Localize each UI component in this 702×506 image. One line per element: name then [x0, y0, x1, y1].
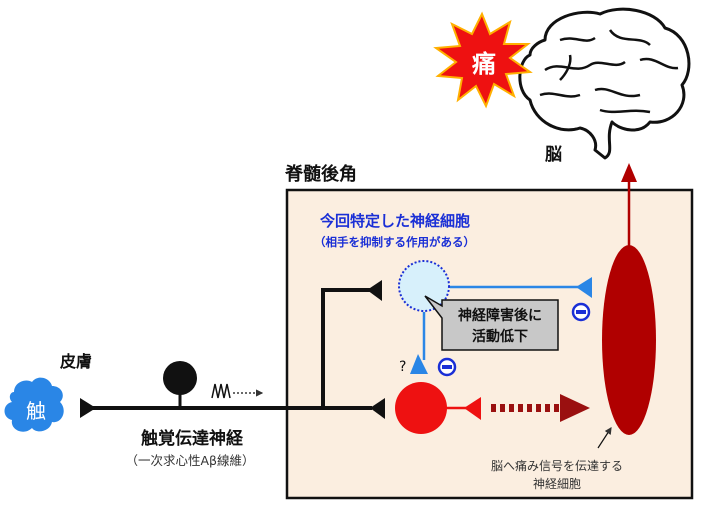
excitatory-synapse	[464, 397, 481, 420]
ascending-arrowhead	[621, 163, 637, 182]
callout-line1: 神経障害後に	[458, 307, 542, 324]
projection-label-line2: 神経細胞	[533, 477, 581, 491]
touch-nerve-branch	[321, 288, 372, 408]
brain-label: 脳	[545, 145, 562, 165]
touch-cloud-icon: 触	[4, 377, 64, 432]
identified-neuron-subtitle: （相手を抑制する作用がある）	[314, 235, 475, 249]
skin-terminal	[80, 398, 96, 418]
synapse-inhibitory	[367, 280, 382, 301]
action-potential-icon	[211, 383, 231, 399]
brain-icon	[518, 7, 691, 160]
minus-icon	[571, 302, 591, 322]
callout: 神経障害後に 活動低下	[424, 295, 559, 351]
skin-label: 皮膚	[59, 352, 92, 371]
pain-burst-icon: 痛	[433, 11, 533, 109]
projection-label-line1: 脳へ痛み信号を伝達する	[491, 458, 623, 473]
touch-nerve-label: 触覚伝達神経	[140, 428, 244, 449]
pain-label: 痛	[472, 50, 496, 78]
touch-nerve-sublabel: （一次求心性Aβ線維）	[125, 453, 254, 468]
identified-neuron-title: 今回特定した神経細胞	[319, 212, 470, 230]
excitatory-neuron	[395, 382, 447, 434]
projection-neuron	[602, 245, 656, 435]
inhibitory-synapse-projection	[576, 277, 592, 298]
touch-label: 触	[26, 399, 46, 423]
inhibitory-neuron	[398, 260, 450, 312]
touch-cell-body	[163, 361, 197, 395]
synapse-excitatory	[370, 398, 385, 419]
inhibitory-synapse-red	[410, 354, 428, 374]
minus-icon	[437, 357, 457, 377]
question-mark: ?	[399, 359, 406, 375]
dorsal-horn-label: 脊髄後角	[284, 163, 357, 185]
weak-signal-arrowhead	[560, 394, 590, 422]
callout-line2: 活動低下	[472, 328, 528, 345]
label-pointer	[597, 426, 612, 449]
